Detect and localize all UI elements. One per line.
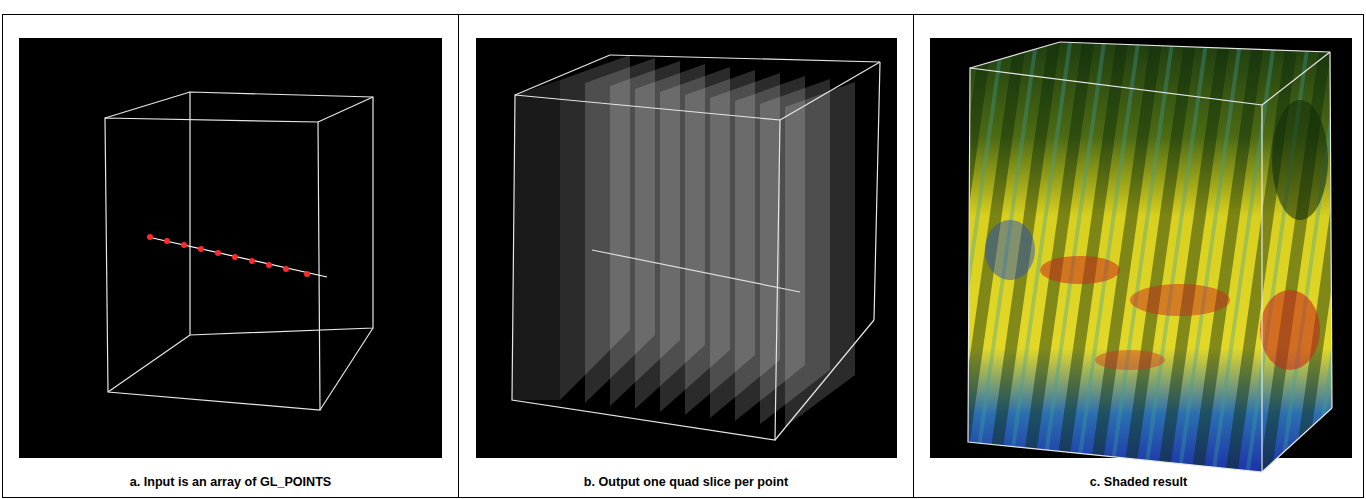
wire-cube (512, 55, 880, 440)
shaded-volume (960, 40, 1340, 480)
point-axis (592, 250, 800, 292)
panel-ground (19, 38, 442, 458)
figure-panel: b. Output one quad slice per point (458, 14, 914, 498)
figure-panel: c. Shaded result (913, 14, 1364, 498)
panel-caption: a. Input is an array of GL_POINTS (3, 475, 458, 489)
gl-points (147, 234, 310, 277)
panel-ground (476, 38, 897, 458)
wire-cube (968, 42, 1332, 472)
panel-caption: c. Shaded result (914, 475, 1363, 489)
point-axis (148, 237, 327, 277)
wire-cube (105, 92, 373, 410)
figure-panel: a. Input is an array of GL_POINTS (2, 14, 459, 498)
panel-caption: b. Output one quad slice per point (459, 475, 913, 489)
